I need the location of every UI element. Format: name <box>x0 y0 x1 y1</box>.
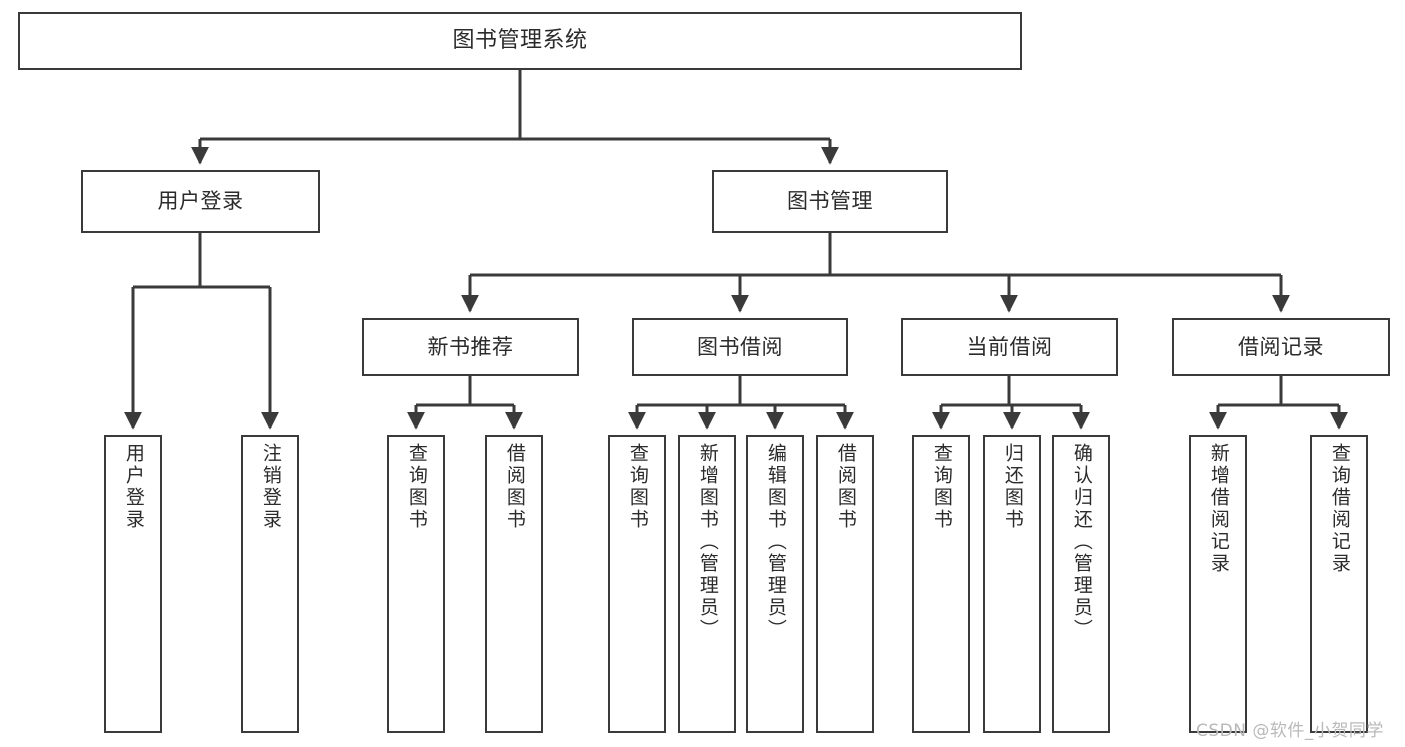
leaf-edit-book-admin[interactable]: 编辑图书（管理员） <box>746 435 804 733</box>
node-label: 新增图书（管理员） <box>696 443 719 641</box>
node-label: 借阅图书 <box>503 443 526 531</box>
node-label: 当前借阅 <box>966 334 1053 359</box>
leaf-add-borrow-record[interactable]: 新增借阅记录 <box>1189 435 1247 733</box>
node-label: 编辑图书（管理员） <box>764 443 787 641</box>
node-label: 图书借阅 <box>697 334 783 359</box>
node-label: 查询图书 <box>405 443 428 531</box>
leaf-add-book-admin[interactable]: 新增图书（管理员） <box>678 435 736 733</box>
node-current-borrowing[interactable]: 当前借阅 <box>901 318 1118 376</box>
node-root-system[interactable]: 图书管理系统 <box>18 12 1022 70</box>
node-label: 用户登录 <box>122 443 145 531</box>
leaf-user-login[interactable]: 用户登录 <box>104 435 162 733</box>
node-label: 借阅记录 <box>1238 334 1324 359</box>
node-label: 新增借阅记录 <box>1207 443 1230 575</box>
node-label: 归还图书 <box>1001 443 1024 531</box>
node-label: 用户登录 <box>157 189 244 214</box>
node-book-borrowing[interactable]: 图书借阅 <box>632 318 848 376</box>
csdn-watermark: CSDN @软件_小贺同学 <box>1196 721 1384 741</box>
leaf-borrow-book-nbr[interactable]: 借阅图书 <box>485 435 543 733</box>
leaf-query-book-cb[interactable]: 查询图书 <box>912 435 970 733</box>
node-borrow-records[interactable]: 借阅记录 <box>1172 318 1390 376</box>
node-new-book-recommend[interactable]: 新书推荐 <box>362 318 579 376</box>
leaf-return-book[interactable]: 归还图书 <box>983 435 1041 733</box>
node-label: 图书管理系统 <box>452 28 588 54</box>
leaf-query-book-bb[interactable]: 查询图书 <box>608 435 666 733</box>
leaf-query-book-nbr[interactable]: 查询图书 <box>387 435 445 733</box>
leaf-query-borrow-record[interactable]: 查询借阅记录 <box>1310 435 1368 733</box>
leaf-confirm-return-admin[interactable]: 确认归还（管理员） <box>1052 435 1110 733</box>
node-book-management[interactable]: 图书管理 <box>712 170 948 233</box>
node-label: 确认归还（管理员） <box>1070 443 1093 641</box>
node-label: 注销登录 <box>259 443 282 531</box>
leaf-borrow-book-bb[interactable]: 借阅图书 <box>816 435 874 733</box>
node-label: 查询图书 <box>930 443 953 531</box>
node-label: 图书管理 <box>787 189 873 214</box>
node-label: 查询图书 <box>626 443 649 531</box>
node-label: 新书推荐 <box>427 334 514 359</box>
leaf-logout[interactable]: 注销登录 <box>241 435 299 733</box>
node-label: 借阅图书 <box>834 443 857 531</box>
node-label: 查询借阅记录 <box>1328 443 1351 575</box>
node-user-login[interactable]: 用户登录 <box>81 170 320 233</box>
